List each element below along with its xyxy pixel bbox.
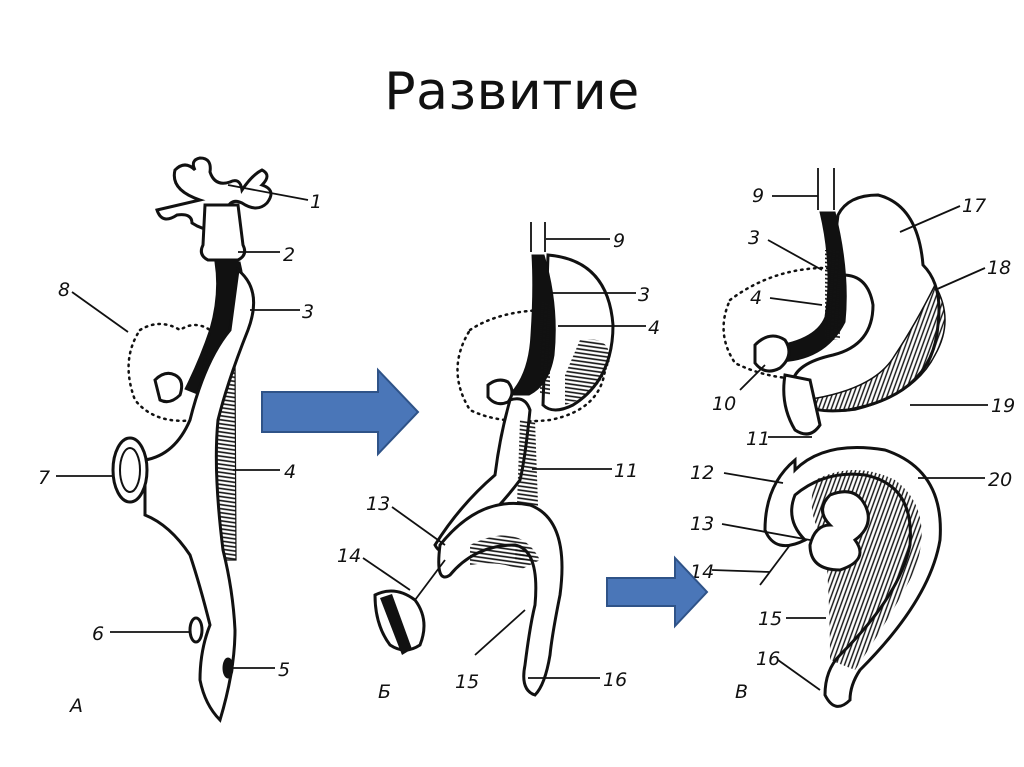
label-9: 9 <box>752 185 764 207</box>
label-7: 7 <box>38 467 50 489</box>
pharynx-shape <box>155 156 273 232</box>
label-4: 4 <box>750 287 762 309</box>
label-1: 1 <box>310 191 322 213</box>
arrow-right-icon <box>261 367 420 457</box>
panel-v: 9 17 3 18 4 10 19 11 12 20 13 14 15 16 В <box>690 168 1015 708</box>
label-18: 18 <box>987 257 1011 279</box>
label-17: 17 <box>962 195 986 217</box>
label-15: 15 <box>455 671 479 693</box>
label-9: 9 <box>613 230 625 252</box>
label-10: 10 <box>712 393 736 415</box>
liver-outline <box>127 322 212 422</box>
label-13: 13 <box>690 513 714 535</box>
panel-letter-b: Б <box>378 681 391 703</box>
label-15: 15 <box>758 608 782 630</box>
label-3: 3 <box>748 227 760 249</box>
label-16: 16 <box>603 669 627 691</box>
slide-title: Развитие <box>384 62 640 122</box>
panel-letter-v: В <box>735 681 748 703</box>
label-16: 16 <box>756 648 780 670</box>
label-4: 4 <box>648 317 660 339</box>
label-19: 19 <box>991 395 1015 417</box>
label-6: 6 <box>92 623 104 645</box>
label-2: 2 <box>283 244 295 266</box>
label-11: 11 <box>614 460 638 482</box>
label-5: 5 <box>278 659 290 681</box>
label-20: 20 <box>988 469 1012 491</box>
panel-letter-a: А <box>68 695 83 717</box>
label-14: 14 <box>690 561 714 583</box>
label-11: 11 <box>746 428 770 450</box>
panel-a: 1 2 3 4 5 6 7 8 А <box>38 156 322 723</box>
label-3: 3 <box>638 284 650 306</box>
label-4: 4 <box>284 461 296 483</box>
label-8: 8 <box>58 279 70 301</box>
label-14: 14 <box>337 545 361 567</box>
label-12: 12 <box>690 462 714 484</box>
arrow-right-icon <box>606 555 709 629</box>
label-3: 3 <box>302 301 314 323</box>
label-13: 13 <box>366 493 390 515</box>
panel-b: 9 3 4 11 13 14 15 16 Б <box>337 222 660 703</box>
